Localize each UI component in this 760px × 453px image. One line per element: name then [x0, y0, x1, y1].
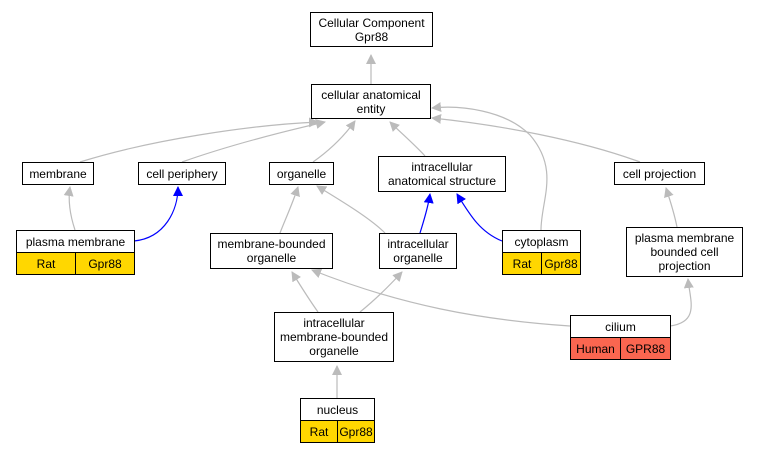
annotation-cilium[interactable]: Human GPR88 — [570, 338, 671, 360]
annotation-species: Rat — [301, 421, 338, 442]
node-intracellular-membrane-bounded-organelle[interactable]: intracellular membrane-bounded organelle — [274, 312, 394, 362]
edge-plasmamembrane-to-cellperiphery — [133, 186, 183, 242]
node-plasma-membrane-bounded-cell-projection[interactable]: plasma membrane bounded cell projection — [626, 227, 743, 277]
node-cell-periphery[interactable]: cell periphery — [138, 162, 226, 185]
node-cellular-anatomical-entity[interactable]: cellular anatomical entity — [311, 84, 431, 119]
edge-mbo-to-organelle — [279, 186, 300, 234]
edge-cytoplasm-to-ias — [456, 193, 503, 242]
node-intracellular-organelle[interactable]: intracellular organelle — [379, 233, 457, 269]
node-cytoplasm[interactable]: cytoplasm — [502, 230, 581, 253]
edge-io-to-ias — [419, 193, 434, 234]
node-cilium[interactable]: cilium — [570, 315, 671, 338]
node-nucleus[interactable]: nucleus — [300, 398, 375, 421]
annotation-nucleus[interactable]: Rat Gpr88 — [300, 421, 375, 443]
edge-cytoplasm-to-cae — [431, 102, 548, 231]
edge-io-to-organelle — [316, 185, 386, 234]
edge-imbo-to-io — [359, 271, 403, 313]
annotation-species: Rat — [17, 253, 76, 274]
annotation-plasma-membrane[interactable]: Rat Gpr88 — [16, 253, 135, 275]
annotation-gene: Gpr88 — [88, 256, 122, 271]
node-root[interactable]: Cellular Component Gpr88 — [310, 12, 433, 47]
edge-cellprojection-to-cae — [431, 113, 641, 163]
edge-cilium-to-pmbcp — [669, 278, 694, 327]
edge-cellperiphery-to-cae — [181, 119, 326, 163]
edge-ias-to-cae — [389, 121, 426, 157]
annotation-cytoplasm[interactable]: Rat Gpr88 — [502, 253, 581, 275]
edge-membrane-to-cae — [79, 117, 319, 163]
annotation-gene: Gpr88 — [339, 424, 373, 439]
edge-organelle-to-cae — [312, 120, 356, 163]
edge-pmbcp-to-cellprojection — [664, 187, 678, 228]
node-membrane[interactable]: membrane — [22, 162, 94, 185]
edge-plasmamembrane-to-membrane — [63, 186, 76, 231]
annotation-gene: Gpr88 — [544, 256, 578, 271]
annotation-species: Rat — [503, 253, 542, 274]
annotation-gene: GPR88 — [625, 341, 666, 356]
annotation-species: Human — [571, 338, 621, 359]
edge-cilium-to-mbo — [311, 268, 571, 327]
node-plasma-membrane[interactable]: plasma membrane — [16, 230, 135, 253]
node-organelle[interactable]: organelle — [269, 162, 334, 185]
node-cell-projection[interactable]: cell projection — [614, 162, 705, 185]
edge-imbo-to-mbo — [291, 271, 319, 313]
node-membrane-bounded-organelle[interactable]: membrane-bounded organelle — [210, 233, 333, 269]
node-intracellular-anatomical-structure[interactable]: intracellular anatomical structure — [378, 156, 506, 192]
